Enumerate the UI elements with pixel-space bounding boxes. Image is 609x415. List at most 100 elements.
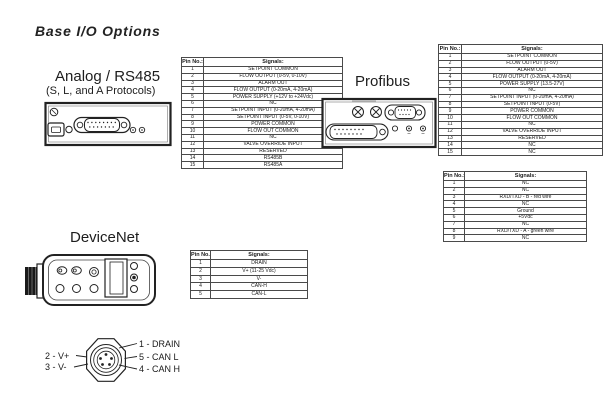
signals-header: Signals:: [464, 170, 587, 182]
pin-number-cell: 5: [190, 290, 211, 300]
connector-pins: [99, 353, 113, 366]
pin-number-cell: 4: [181, 86, 204, 95]
signal-cell: NC: [464, 220, 587, 229]
signal-cell: RXD/TXD - B - red wire: [464, 193, 587, 202]
signals-header: Signals:: [461, 43, 603, 55]
signal-cell: DRAIN: [210, 259, 308, 268]
signal-cell: +5Vdc: [464, 214, 587, 222]
pin-number-cell: 8: [181, 113, 204, 122]
signals-header: Signals:: [210, 249, 308, 261]
pin-label-v-plus: 2 - V+: [45, 351, 70, 361]
m12-connector-diagram: [73, 338, 138, 382]
pin-number-cell: 9: [181, 120, 204, 129]
pin-number-cell: 9: [438, 107, 462, 116]
screw-icon: [49, 107, 59, 117]
pin-number-header: Pin No.:: [443, 170, 465, 182]
led-indicator-icon: [129, 126, 146, 134]
signal-cell: ALARM OUT: [203, 79, 343, 88]
signal-cell: CAN-L: [210, 290, 308, 300]
signal-cell: FLOW OUTPUT (0-20mA, 4-20mA): [461, 73, 603, 82]
pin-number-header: Pin No.:: [438, 43, 462, 55]
signal-cell: NC: [461, 141, 603, 150]
signal-cell: NC: [461, 87, 603, 95]
analog-section-subheading: (S, L, and A Protocols): [46, 85, 156, 97]
signal-cell: V+ (11-25 Vdc): [210, 266, 308, 276]
signal-cell: Ground: [464, 207, 587, 216]
pin-number-cell: 5: [443, 207, 465, 216]
signal-cell: NC: [461, 121, 603, 129]
pin-number-cell: 7: [438, 93, 462, 102]
page-title: Base I/O Options: [35, 23, 161, 39]
profibus-section-heading: Profibus: [355, 73, 411, 90]
db15-connector-icon: [325, 123, 389, 141]
pin-number-header: Pin No.:: [181, 56, 204, 68]
signal-cell: NC: [464, 180, 587, 188]
pin-number-cell: 8: [443, 227, 465, 236]
pin-number-cell: 3: [190, 274, 211, 284]
signal-cell: RXD/TXD - A - green wire: [464, 227, 587, 236]
indicator-icon: [65, 125, 73, 134]
signal-cell: FLOW OUT COMMON: [461, 114, 603, 123]
signal-cell: POWER SUPPLY (13.5-27V): [461, 80, 603, 89]
pin-number-cell: 8: [438, 100, 462, 109]
pin-number-cell: 2: [438, 59, 462, 68]
button-icon: [55, 284, 99, 293]
pin-number-cell: 2: [443, 186, 465, 195]
pin-number-cell: 5: [438, 80, 462, 89]
pin-number-cell: 14: [438, 141, 462, 150]
pin-number-cell: 1: [190, 259, 211, 268]
pin-number-cell: 3: [443, 193, 465, 202]
pin-row: 6+5Vdc: [443, 214, 587, 222]
signal-cell: FLOW OUTPUT (0-5V, 0-10V): [203, 72, 343, 81]
signal-cell: NC: [464, 234, 587, 243]
signal-cell: ALARM OUT: [461, 66, 603, 75]
led-indicator-icon: [130, 262, 138, 293]
pin-number-cell: 7: [181, 106, 204, 115]
leader-lines: [73, 343, 138, 370]
signal-cell: RESERVED: [461, 134, 603, 143]
led-indicator-icon: [391, 125, 427, 134]
address-switch-icon: [370, 106, 382, 118]
pin-number-cell: 6: [443, 214, 465, 222]
screw-icon: [89, 267, 99, 277]
signal-cell: NC: [461, 148, 603, 156]
led-indicator-icon: [56, 266, 82, 275]
pin-number-cell: 11: [438, 121, 462, 129]
pin-number-cell: 13: [438, 134, 462, 143]
pin-number-cell: 4: [443, 200, 465, 209]
pin-number-cell: 15: [181, 161, 204, 169]
signal-cell: RS485A: [203, 161, 343, 169]
pin-label-v-minus: 3 - V-: [45, 362, 67, 372]
signal-cell: CAN-H: [210, 282, 308, 292]
analog-connector-drawing: [44, 101, 172, 147]
signal-cell: POWER COMMON: [461, 107, 603, 116]
pin-number-cell: 1: [181, 66, 204, 74]
